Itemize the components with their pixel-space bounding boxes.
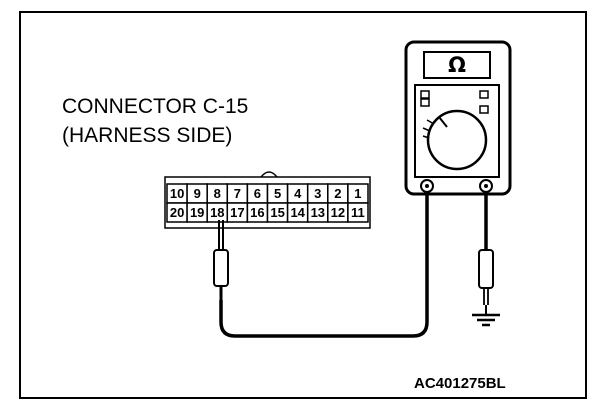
connector-pin-cell-11	[347, 202, 369, 223]
connector-pin-label-2: 2	[334, 186, 341, 201]
ohmmeter-display	[423, 51, 491, 79]
connector-pin-label-3: 3	[314, 186, 321, 201]
connector-probe-handle	[213, 249, 229, 287]
ohmmeter-indicator-left	[420, 90, 430, 99]
connector-pin-label-7: 7	[234, 186, 241, 201]
connector-pin-label-15: 15	[270, 205, 284, 220]
ohm-symbol: Ω	[448, 53, 466, 77]
connector-probe	[213, 220, 229, 300]
connector-pin-label-14: 14	[290, 205, 305, 220]
connector-pin-label-18: 18	[210, 205, 224, 220]
connector-pin-label-20: 20	[170, 205, 184, 220]
connector-pin-label-5: 5	[274, 186, 281, 201]
connector-pin-label-16: 16	[250, 205, 264, 220]
test-lead-signal	[219, 186, 429, 338]
ohmmeter-selector-dial	[426, 109, 488, 171]
connector-pin-label-19: 19	[190, 205, 204, 220]
connector-pin-label-6: 6	[254, 186, 261, 201]
ohmmeter-indicator-right-2	[479, 105, 489, 114]
connector-pin-label-11: 11	[351, 205, 365, 220]
connector-side-label: (HARNESS SIDE)	[62, 124, 232, 147]
connector-pin-label-9: 9	[194, 186, 201, 201]
ohmmeter-indicator-right	[479, 90, 489, 99]
test-lead-ground	[478, 192, 494, 314]
connector-pin-label-10: 10	[170, 186, 184, 201]
connector-pin-label-4: 4	[294, 186, 302, 201]
connector-lock-tab	[260, 171, 278, 178]
connector-title: CONNECTOR C-15	[62, 95, 248, 118]
connector-pin-label-8: 8	[214, 186, 221, 201]
ground-probe-handle	[478, 249, 494, 289]
connector-pin-label-12: 12	[331, 205, 345, 220]
ohmmeter-selector-pointer	[438, 116, 448, 128]
connector-pin-label-13: 13	[311, 205, 325, 220]
figure-reference-code: AC401275BL	[414, 375, 506, 392]
ground-symbol-icon	[472, 313, 500, 327]
connector-pin-label-1: 1	[354, 186, 361, 201]
ohmmeter-indicator-left-2	[420, 98, 430, 107]
connector-pin-label-17: 17	[230, 205, 244, 220]
ohmmeter: Ω	[404, 40, 512, 196]
